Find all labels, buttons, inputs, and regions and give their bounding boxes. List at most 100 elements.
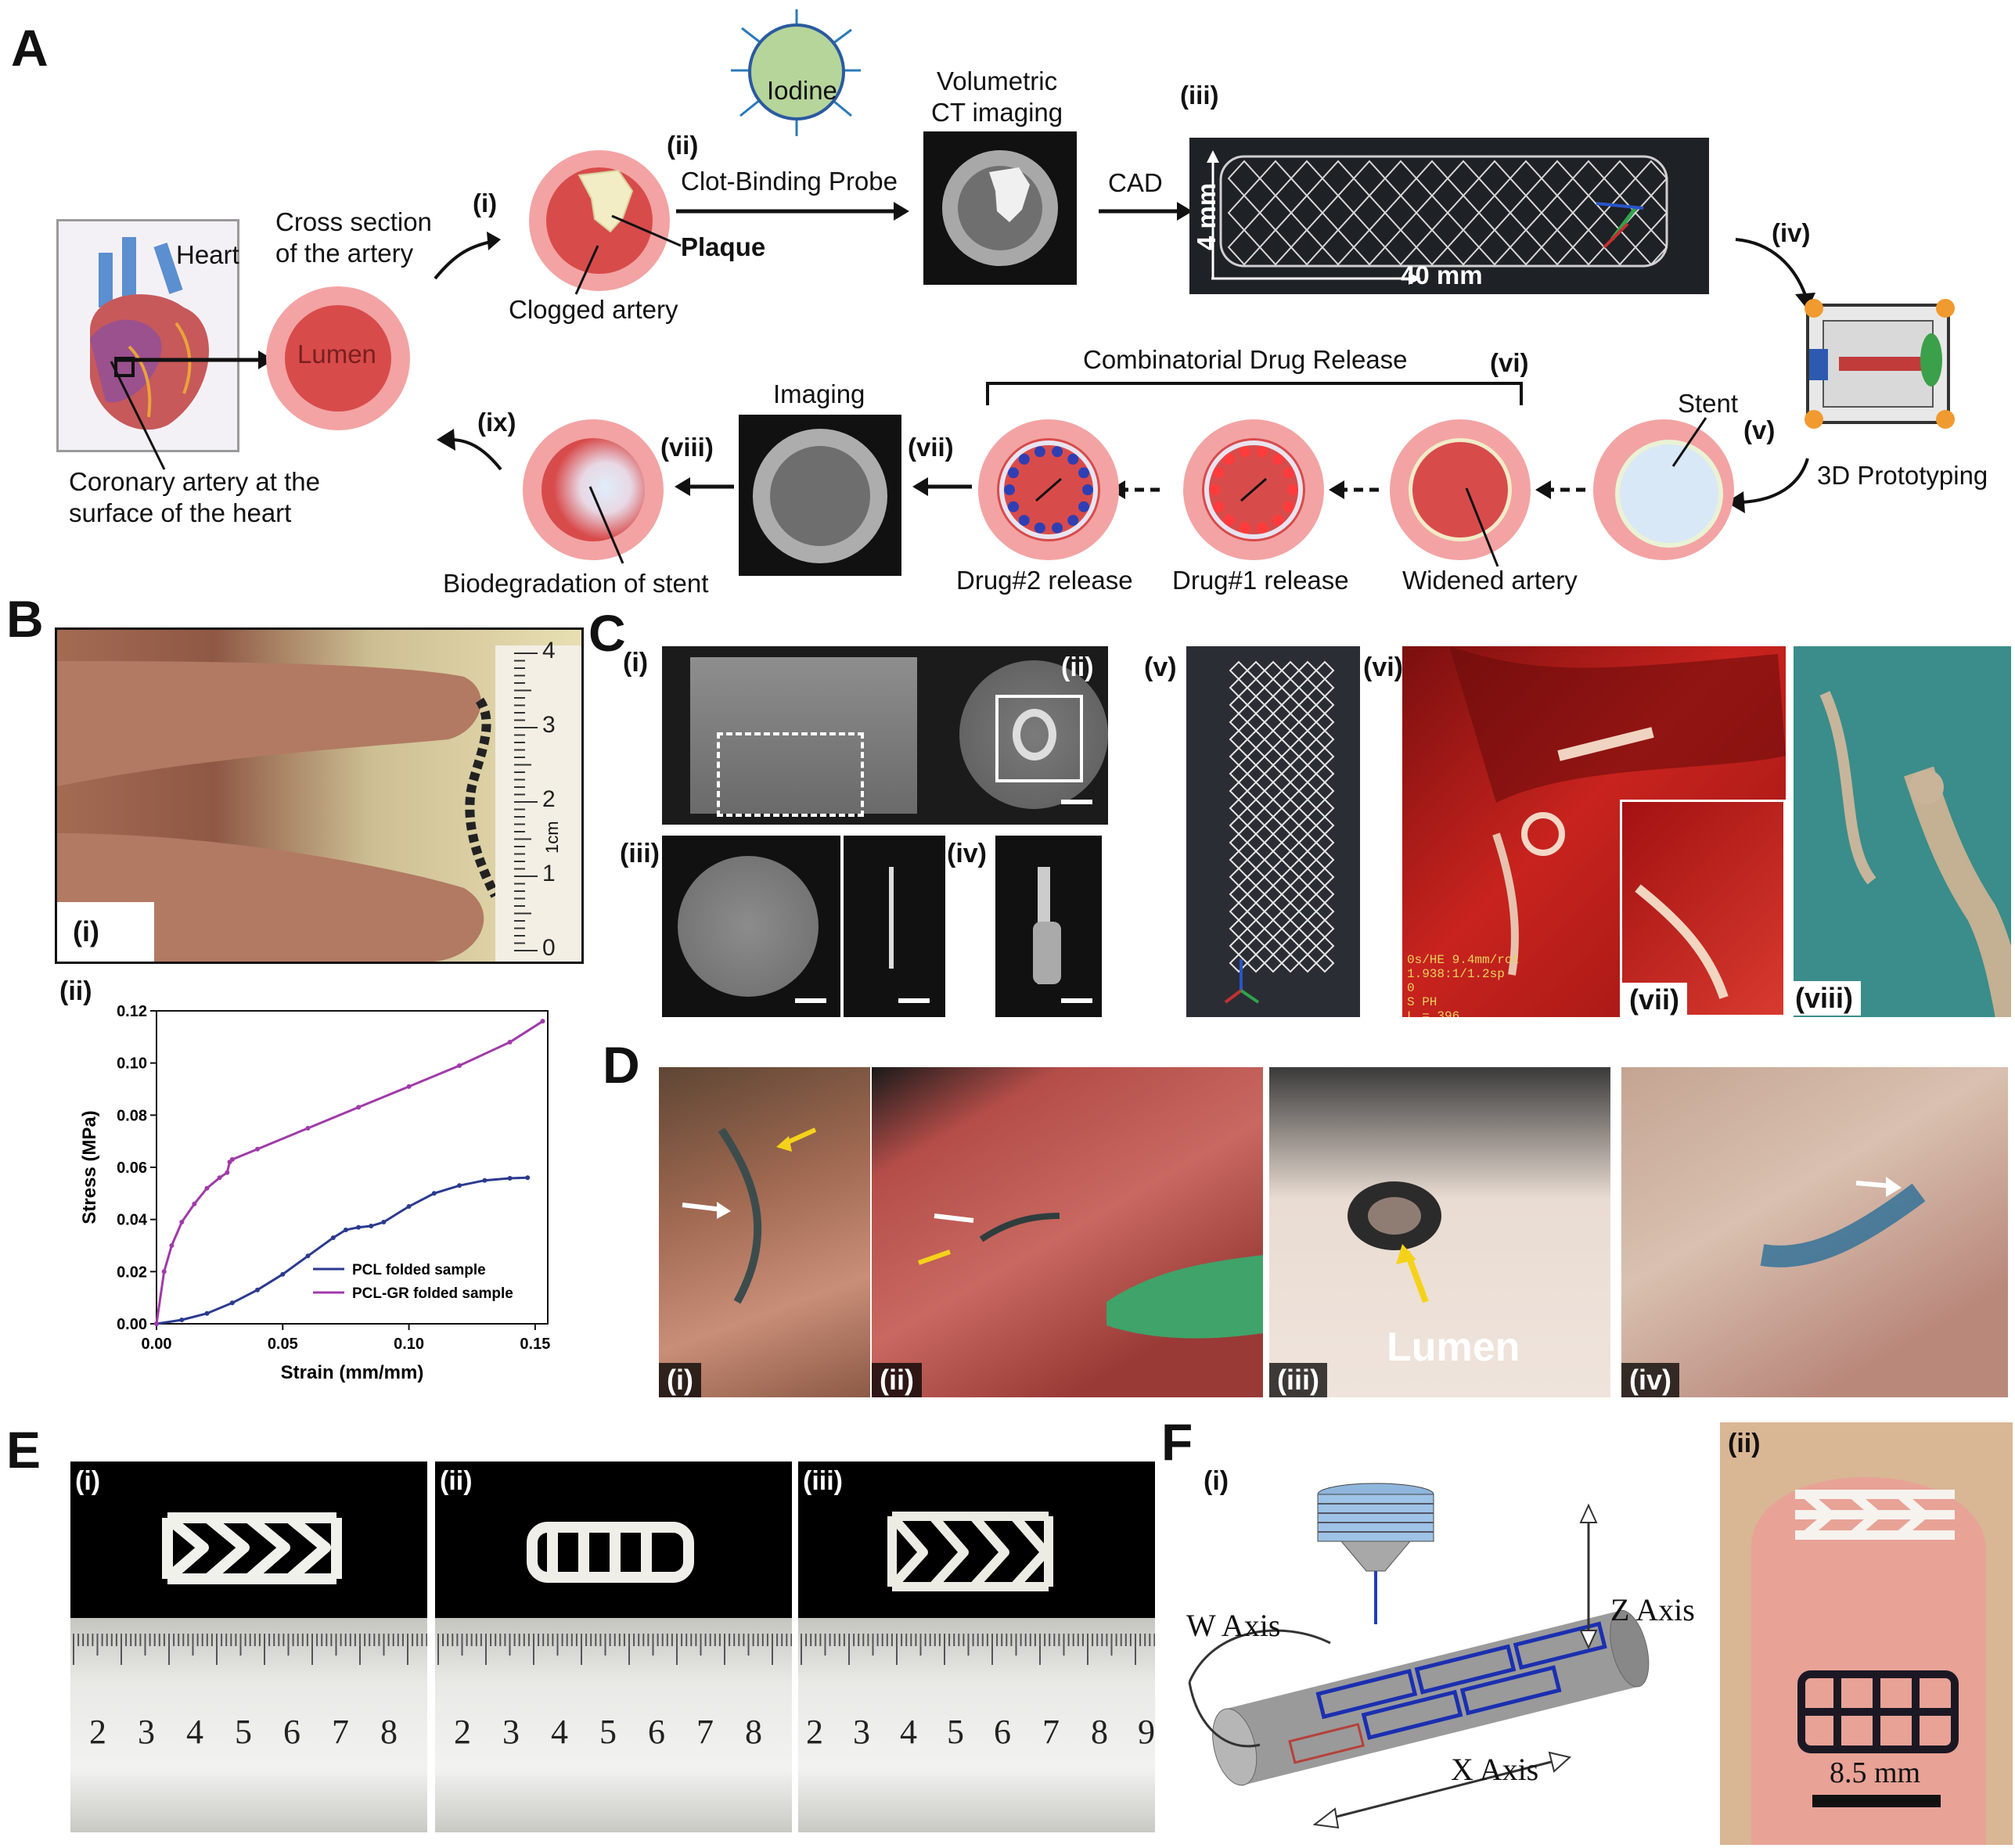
step-iv-label: (iv)	[1772, 218, 1811, 247]
e3-ruler-7: 7	[1042, 1713, 1060, 1751]
ruler-b-number: 2	[542, 786, 556, 812]
stent-label: Stent	[1678, 389, 1739, 418]
e3-ruler-2: 2	[806, 1713, 823, 1751]
e3-ruler-5: 5	[947, 1713, 964, 1751]
printing-schematic	[1188, 1483, 1650, 1829]
step-vii-arrow	[912, 477, 972, 496]
e2-ruler-2: 2	[454, 1713, 471, 1751]
y-tick-label: 0.06	[117, 1159, 147, 1177]
panel-a-letter: A	[11, 19, 49, 77]
imaging-image	[739, 415, 901, 576]
drug1-label: Drug#1 release	[1172, 566, 1349, 595]
ct-image	[923, 131, 1077, 285]
ct-inset-vii	[1620, 800, 1786, 1017]
series-point-0	[204, 1310, 210, 1316]
panel-b-ii-label: (ii)	[59, 976, 92, 1006]
d-sub-iii: (iii)	[1269, 1363, 1327, 1397]
e2-ruler-3: 3	[502, 1713, 520, 1751]
y-tick-label: 0.08	[117, 1107, 147, 1124]
e1-ruler-3: 3	[138, 1713, 155, 1751]
z-axis-label: Z Axis	[1610, 1592, 1695, 1627]
series-point-0	[229, 1300, 235, 1306]
series-point-1	[305, 1126, 311, 1131]
series-point-1	[457, 1063, 462, 1068]
x-tick-label: 0.00	[142, 1336, 172, 1353]
plaque-label: Plaque	[681, 232, 766, 261]
e1-ruler-2: 2	[89, 1713, 106, 1751]
e1-ruler-8: 8	[380, 1713, 398, 1751]
series-point-1	[154, 1321, 159, 1326]
clot-probe-label: Clot-Binding Probe	[681, 167, 898, 196]
combinatorial-bracket	[986, 382, 1523, 405]
series-point-0	[406, 1204, 412, 1209]
widened-label: Widened artery	[1402, 566, 1578, 595]
series-point-1	[192, 1201, 197, 1206]
x-axis-label: X Axis	[1451, 1752, 1539, 1787]
ruler-b-number: 1	[542, 861, 556, 886]
series-point-0	[369, 1224, 374, 1228]
dashed-arrow-1	[1535, 480, 1585, 499]
series-point-0	[305, 1253, 311, 1259]
c-sub-vi: (vi)	[1363, 653, 1403, 682]
series-point-0	[525, 1175, 531, 1181]
e2-ruler-4: 4	[551, 1713, 568, 1751]
cross-section-label: Cross section of the artery	[275, 207, 432, 268]
panel-d-letter: D	[603, 1036, 640, 1094]
e3-ruler-4: 4	[900, 1713, 917, 1751]
series-point-0	[381, 1220, 387, 1224]
stent-leader	[1671, 417, 1707, 467]
drug1-particles	[1204, 440, 1303, 539]
c-sub-v: (v)	[1144, 653, 1177, 682]
stent-ruler-photo-iii: 2 3 4 5 6 7 8 9 (iii)	[798, 1462, 1155, 1832]
y-tick-label: 0.04	[117, 1212, 148, 1229]
x-tick-label: 0.10	[394, 1336, 424, 1353]
ct-panel-i-ii	[662, 646, 1108, 825]
c-sub-vii: (vii)	[1621, 983, 1688, 1017]
heart-dissection-ii: (ii)	[872, 1067, 1263, 1397]
nozzle-stack	[1317, 1483, 1434, 1624]
stent-ruler-photo-ii: 2 3 4 5 6 7 8 (ii)	[435, 1462, 792, 1832]
stent-core	[1615, 440, 1723, 548]
c-sub-iii: (iii)	[620, 839, 660, 868]
lumen-core	[285, 305, 391, 412]
e1-ruler-5: 5	[235, 1713, 252, 1751]
cad-stent-image	[1189, 138, 1709, 294]
ct-panel-iii-b	[844, 836, 945, 1017]
series-point-0	[179, 1318, 185, 1322]
step-viii-label: (viii)	[660, 433, 714, 462]
e1-ruler-7: 7	[332, 1713, 349, 1751]
ct-panel-iv	[995, 836, 1102, 1017]
vessel-render-viii	[1794, 646, 2011, 1017]
y-axis-label: Stress (MPa)	[79, 1110, 100, 1224]
c-sub-i: (i)	[623, 648, 649, 678]
series-point-1	[204, 1185, 210, 1191]
heart-graphic	[90, 237, 210, 430]
stent-ruler-photo-i: 2 3 4 5 6 7 8 (i)	[70, 1462, 427, 1832]
e2-ruler-5: 5	[599, 1713, 617, 1751]
e3-ruler-9: 9	[1138, 1713, 1155, 1751]
combinatorial-label: Combinatorial Drug Release	[1083, 345, 1408, 374]
ruler-b-number: 0	[542, 935, 556, 958]
x-tick-label: 0.05	[268, 1336, 298, 1353]
series-point-1	[161, 1269, 167, 1275]
y-tick-label: 0.00	[117, 1316, 147, 1333]
heart-dissection-i: (i)	[659, 1067, 870, 1397]
series-point-0	[507, 1176, 513, 1181]
ct-panel-iii	[662, 836, 840, 1017]
e2-ruler-7: 7	[696, 1713, 714, 1751]
step-ii-arrow	[676, 202, 909, 221]
ruler-b-number: 3	[542, 712, 556, 738]
prototyping-label: 3D Prototyping	[1817, 461, 1988, 490]
d-sub-i: (i)	[659, 1363, 701, 1397]
e1-ruler-4: 4	[186, 1713, 203, 1751]
cad-arrow	[1099, 202, 1193, 221]
step-v-label: (v)	[1743, 415, 1776, 444]
d-sub-iv: (iv)	[1621, 1363, 1679, 1397]
series-point-0	[356, 1224, 362, 1230]
dashed-arrow-2	[1329, 480, 1379, 499]
dim-4mm-label: 4 mm	[1192, 182, 1221, 250]
series-point-1	[255, 1146, 260, 1152]
series-point-0	[343, 1228, 348, 1232]
